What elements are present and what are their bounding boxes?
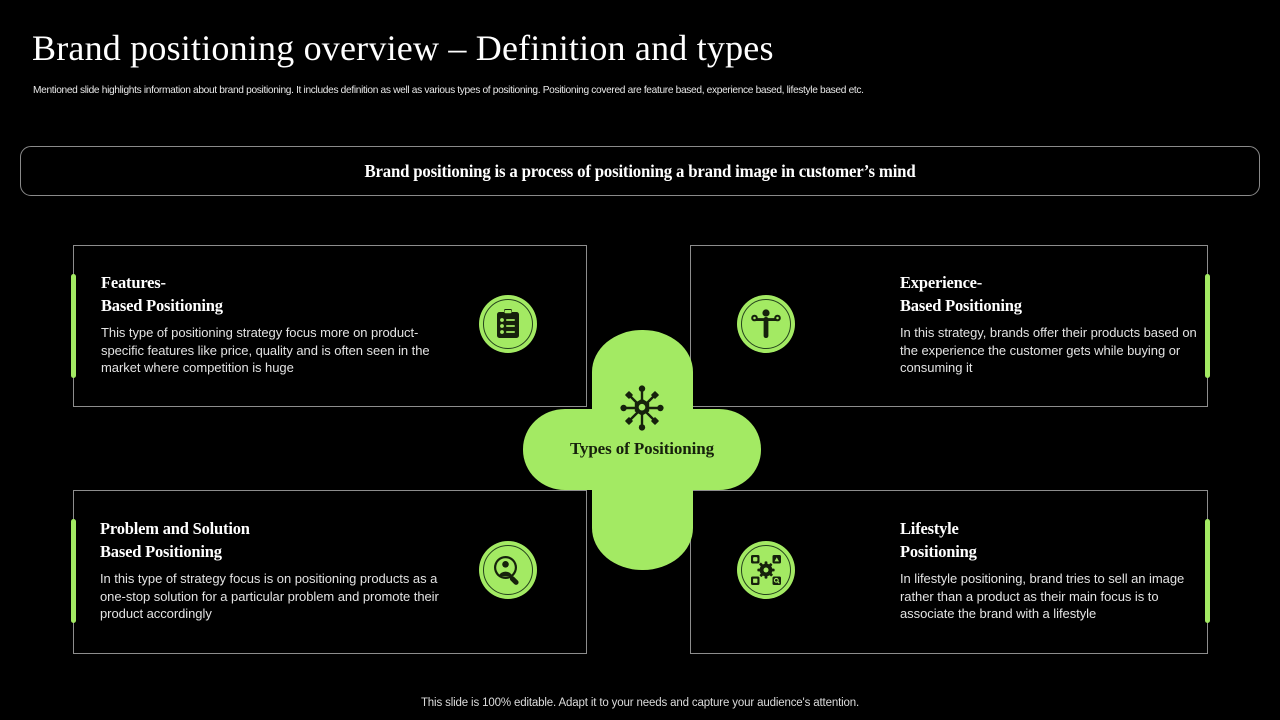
person-balance-icon-badge (737, 295, 795, 353)
page-subtitle: Mentioned slide highlights information a… (33, 84, 864, 96)
center-hub: Types of Positioning (523, 330, 761, 570)
gear-modules-icon (749, 553, 783, 587)
footer-note: This slide is 100% editable. Adapt it to… (420, 697, 860, 709)
clipboard-checklist-icon-badge (479, 295, 537, 353)
card-title-experience: Experience- Based Positioning (900, 273, 1022, 315)
card-title-problem: Problem and Solution Based Positioning (100, 519, 250, 561)
definition-banner-text: Brand positioning is a process of positi… (364, 160, 916, 181)
hub-network-icon (614, 382, 670, 434)
card-body-problem: Problem and Solution Based Positioning I… (100, 518, 445, 623)
card-body-features: Features- Based Positioning This type of… (101, 272, 446, 377)
card-title-features: Features- Based Positioning (101, 273, 223, 315)
page-title: Brand positioning overview – Definition … (32, 28, 774, 68)
card-description-problem: In this type of strategy focus is on pos… (100, 571, 439, 621)
center-hub-label: Types of Positioning (569, 439, 715, 458)
magnifier-person-icon-badge (479, 541, 537, 599)
accent-bar-problem (71, 519, 76, 623)
accent-bar-lifestyle (1205, 519, 1210, 623)
card-body-lifestyle: Lifestyle Positioning In lifestyle posit… (900, 518, 1210, 623)
card-title-lifestyle: Lifestyle Positioning (900, 519, 977, 561)
center-hub-content: Types of Positioning (523, 330, 761, 570)
card-description-features: This type of positioning strategy focus … (101, 325, 430, 375)
card-description-lifestyle: In lifestyle positioning, brand tries to… (900, 571, 1185, 621)
person-balance-icon (749, 309, 783, 339)
magnifier-person-icon (492, 554, 524, 586)
card-body-experience: Experience- Based Positioning In this st… (900, 272, 1210, 377)
gear-modules-icon-badge (737, 541, 795, 599)
accent-bar-features (71, 274, 76, 378)
clipboard-checklist-icon (495, 309, 521, 339)
definition-banner: Brand positioning is a process of positi… (20, 146, 1260, 196)
accent-bar-experience (1205, 274, 1210, 378)
card-description-experience: In this strategy, brands offer their pro… (900, 325, 1197, 375)
